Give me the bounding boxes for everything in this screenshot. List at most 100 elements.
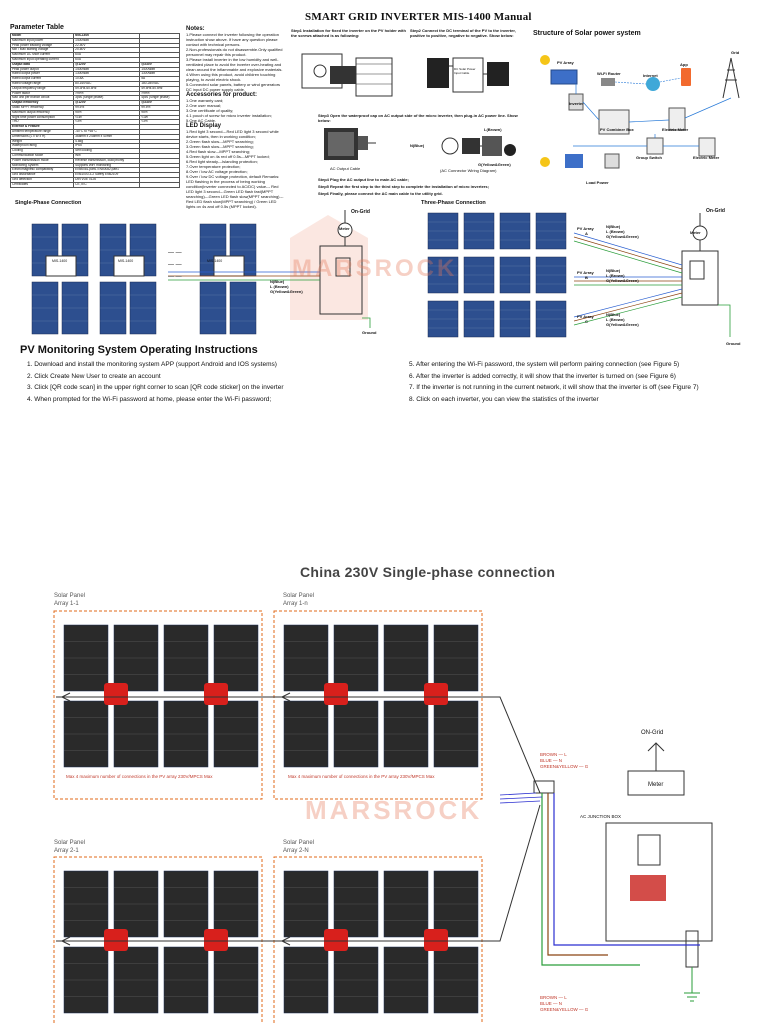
- cn-array21-line1: Solar Panel: [54, 840, 86, 846]
- cn-array11-line2: Array 1-1: [54, 601, 79, 607]
- solar-panel: [163, 870, 209, 938]
- solar-panel: [383, 946, 429, 1014]
- tp-array-name: PV Array: [577, 226, 594, 231]
- cn-array1n-label: Solar Panel Array 1-n: [283, 592, 314, 608]
- notes-list: 1.Please connect the inverter following …: [186, 32, 286, 92]
- solar-panel: [433, 870, 479, 938]
- led-item: 6.Red light steady---Islanding protectio…: [186, 159, 258, 164]
- struct-pv-array: PV Array: [557, 60, 574, 65]
- tp-array-name: PV Array: [577, 270, 594, 275]
- cn-meter: Meter: [648, 782, 664, 788]
- micro-inverter: [45, 255, 77, 277]
- pv-step-7: 7. If the inverter is not running in the…: [409, 384, 699, 391]
- tp-wire-labels: N(Blue)L (Brown)G(Yellow&Green): [606, 268, 639, 283]
- tp-array-phase: C: [585, 319, 588, 324]
- cn-array1n-line2: Array 1-n: [283, 601, 308, 607]
- led-item: 2.Green flash slow---MPPT searching;: [186, 139, 254, 144]
- cn-wire2-blue: BLUE — N: [540, 1001, 563, 1006]
- led-item: 1.Red light 3 second---Red LED light 3 s…: [186, 129, 279, 139]
- sp-n-blue: N(Blue): [270, 279, 285, 284]
- solar-panel: [535, 300, 567, 338]
- ac-output-cable-label: AC Output Cable: [330, 166, 361, 171]
- solar-panel: [427, 212, 459, 250]
- ac-connector-figure: [441, 136, 516, 156]
- sp-inv2-label: MIS-1400: [118, 259, 134, 263]
- sp-inv1-label: MIS-1400: [52, 259, 68, 263]
- step2-figure: [427, 57, 509, 93]
- solar-panel: [463, 300, 495, 338]
- micro-inverter: [424, 929, 448, 951]
- tp-ground: Ground: [726, 341, 741, 346]
- tp-wire-label: G(Yellow&Green): [606, 234, 639, 239]
- step1-figure: [301, 53, 393, 97]
- led-item: 8.Over / low AC voltage protection;: [186, 169, 248, 174]
- micro-inverter: [324, 929, 348, 951]
- solar-panel: [63, 700, 109, 768]
- accessory-item: 1.One warranty card;: [186, 98, 224, 103]
- structure-title: Structure of Solar power system: [533, 30, 641, 37]
- tp-meter: Meter: [690, 230, 701, 235]
- note-item: 4.When using this product, avoid childre…: [186, 72, 276, 82]
- solar-panel: [333, 700, 379, 768]
- page-title: SMART GRID INVERTER MIS-1400 Manual: [305, 11, 532, 23]
- led-title: LED Display: [186, 123, 222, 129]
- solar-panel: [63, 870, 109, 938]
- pv-steps-left: 1. Download and install the monitoring s…: [27, 359, 407, 405]
- accessory-item: 2.One user manual;: [186, 103, 222, 108]
- cn-wire1-blue: BLUE — N: [540, 758, 563, 763]
- solar-panel: [213, 624, 259, 692]
- notes-section: Notes: 1.Please connect the inverter fol…: [186, 26, 286, 209]
- three-phase-title: Three-Phase Connection: [421, 200, 486, 206]
- led-item: 9.Over / low DC voltage protection, defa…: [186, 174, 280, 179]
- single-phase-diagram: [31, 210, 371, 335]
- watermark-bottom: MARSROCK: [305, 795, 483, 825]
- cn-array11-label: Solar Panel Array 1-1: [54, 592, 85, 608]
- tp-array-phase: B: [585, 275, 588, 280]
- cn-note1: Max 4 maximum number of connections in t…: [66, 774, 213, 779]
- accessory-item: 4.1 pouch of screw for micro inverter in…: [186, 113, 272, 118]
- struct-internet: Internet: [643, 73, 658, 78]
- struct-app: App: [680, 62, 688, 67]
- solar-panel: [463, 212, 495, 250]
- sp-on-grid: On-Grid: [351, 209, 370, 215]
- solar-panel: [433, 624, 479, 692]
- solar-panel: [213, 946, 259, 1014]
- struct-group-switch: Group Switch: [636, 155, 662, 160]
- notes-title: Notes:: [186, 26, 205, 32]
- note-item: 2.Non-professionals do not disassemble.O…: [186, 47, 283, 57]
- parameter-table-title: Parameter Table: [10, 24, 64, 31]
- tp-wire-label: L (Brown): [606, 317, 625, 322]
- sp-meter: Meter: [339, 226, 350, 231]
- pv-step-4: 4. When prompted for the Wi-Fi password …: [27, 395, 272, 403]
- solar-panel: [113, 870, 159, 938]
- solar-panel: [99, 281, 127, 335]
- step1-text: Step1 Installation for fixed the inverte…: [291, 28, 406, 38]
- cn-array21-line2: Array 2-1: [54, 848, 79, 854]
- solar-panel: [113, 700, 159, 768]
- tp-wire-label: N(Blue): [606, 268, 621, 273]
- solar-panel: [535, 212, 567, 250]
- tp-wire-label: L (Brown): [606, 273, 625, 278]
- step4-text: Step4 Plug the AC output line to main AC…: [318, 177, 409, 182]
- micro-inverter: [424, 683, 448, 705]
- sp-g-label: G(Yellow&Green): [270, 289, 303, 294]
- struct-combiner-box: PV Combiner Box: [600, 127, 634, 132]
- struct-inverter: Inverter: [569, 101, 584, 106]
- micro-inverter: [104, 683, 128, 705]
- pv-step-3: 3. Click [QR code scan] in the upper rig…: [27, 384, 284, 391]
- solar-panel: [213, 870, 259, 938]
- cn-array1n-line1: Solar Panel: [283, 593, 315, 599]
- micro-inverter: [324, 683, 348, 705]
- solar-panel: [333, 624, 379, 692]
- led-list: 1.Red light 3 second---Red LED light 3 s…: [186, 129, 286, 209]
- step3-text: Step3 Open the waterproof cap on AC outp…: [318, 113, 518, 123]
- ac-wiring-label: (AC Connector Wiring Diagram): [440, 168, 497, 173]
- led-item: 7.Over temperature protection;: [186, 164, 241, 169]
- solar-panel: [163, 946, 209, 1014]
- micro-inverter: [204, 929, 228, 951]
- solar-panel: [163, 624, 209, 692]
- cn-array2n-label: Solar Panel Array 2-N: [283, 839, 314, 855]
